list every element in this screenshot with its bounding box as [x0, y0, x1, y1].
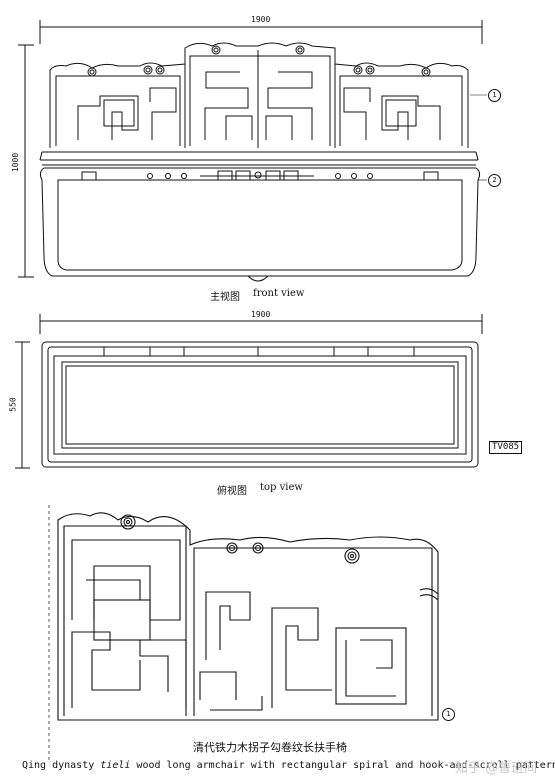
front-width-dimension: 1900 — [251, 15, 271, 24]
front-spiral-motifs — [77, 71, 441, 140]
top-depth-dimension-line — [15, 341, 30, 469]
detail-scrolls — [120, 514, 360, 564]
front-view-label-cn: 主视图 — [210, 292, 240, 303]
front-apron — [39, 167, 481, 277]
top-seat-outline — [41, 341, 479, 468]
front-view — [18, 20, 487, 282]
front-center-foot — [247, 275, 269, 282]
top-view — [15, 314, 483, 469]
watermark: 知乎 @鲁班间 — [455, 761, 538, 776]
caption-english-italic: tieli — [100, 760, 131, 771]
top-view-label-cn: 俯视图 — [217, 486, 247, 497]
top-width-dimension-line — [39, 314, 483, 334]
top-view-code: TV085 — [489, 441, 523, 454]
detail-view — [48, 505, 439, 760]
top-seat-panel — [61, 361, 459, 449]
caption-english-suffix: wood long armchair with rectangular spir… — [136, 760, 555, 771]
detail-callout-1: 1 — [442, 708, 455, 721]
top-depth-dimension: 550 — [8, 397, 18, 412]
front-height-dimension: 1000 — [11, 152, 21, 173]
front-callout-2: 2 — [488, 174, 501, 187]
detail-spiral-motifs — [71, 539, 407, 711]
front-view-label-en: front view — [253, 288, 305, 299]
front-top-scrolls — [87, 45, 431, 77]
front-width-dimension-line — [39, 20, 483, 44]
front-height-dimension-line — [18, 44, 34, 278]
detail-outline — [57, 512, 439, 721]
caption-chinese: 清代铁力木拐子勾卷纹长扶手椅 — [193, 741, 347, 754]
front-apron-ornaments — [81, 170, 439, 181]
front-callout-1: 1 — [488, 89, 501, 102]
top-view-label-en: top view — [260, 482, 303, 493]
caption-english-prefix: Qing dynasty — [22, 760, 95, 771]
caption-english: Qing dynasty tieli wood long armchair wi… — [22, 760, 555, 771]
front-seat-rail — [39, 151, 479, 166]
top-width-dimension: 1900 — [251, 310, 271, 319]
